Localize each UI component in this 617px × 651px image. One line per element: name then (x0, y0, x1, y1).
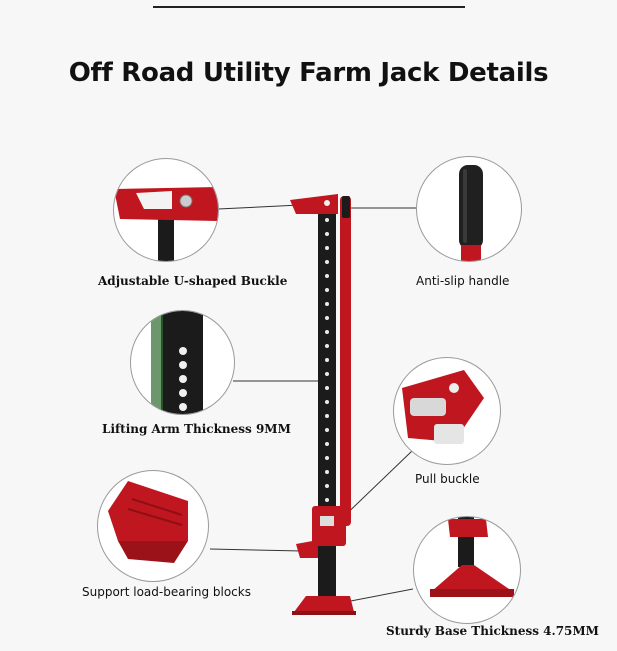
rack-holes (325, 218, 329, 502)
jack-base (294, 596, 354, 612)
blocks-detail-circle (97, 470, 209, 582)
top-divider (153, 6, 465, 8)
jack-handle-grip (342, 196, 350, 218)
pull-buckle-detail-circle (393, 357, 501, 465)
leader-line-buckle (217, 204, 301, 210)
top-clamp (290, 194, 338, 214)
jack-handle-bar (340, 196, 351, 526)
page-title: Off Road Utility Farm Jack Details (68, 58, 549, 88)
buckle-detail-circle (113, 158, 219, 262)
blocks-label: Support load-bearing blocks (82, 585, 251, 599)
buckle-label: Adjustable U-shaped Buckle (98, 274, 288, 288)
lifting-arm-detail-circle (130, 310, 235, 415)
load-block (296, 540, 318, 558)
base-detail-circle (413, 516, 521, 624)
handle-label: Anti-slip handle (416, 274, 510, 288)
leader-line-blocks (209, 548, 303, 552)
jack-rack-bar (318, 205, 336, 610)
base-label: Sturdy Base Thickness 4.75MM (386, 624, 599, 638)
handle-detail-circle (416, 156, 522, 262)
pull-buckle-label: Pull buckle (415, 472, 480, 486)
lifting-arm-label: Lifting Arm Thickness 9MM (102, 422, 291, 436)
